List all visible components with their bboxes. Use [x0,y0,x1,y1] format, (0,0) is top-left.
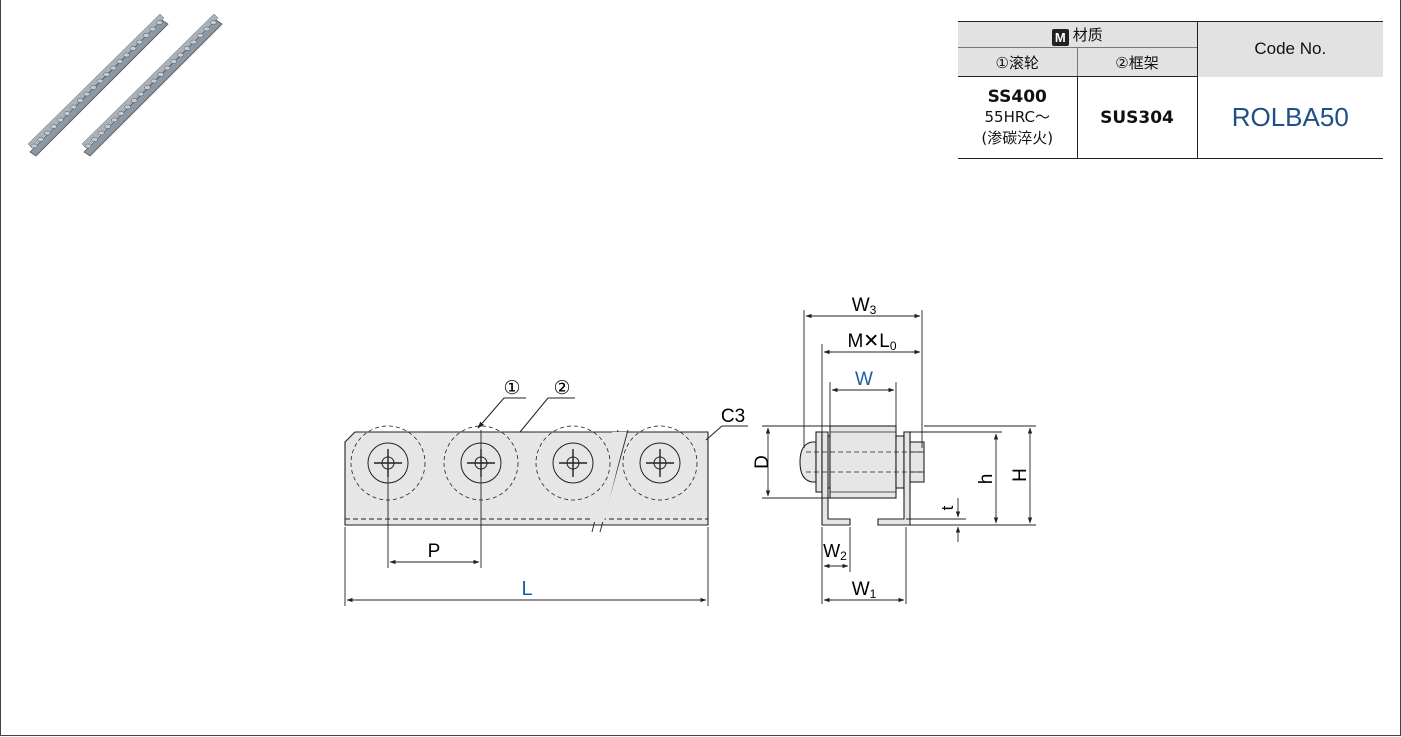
photo-roller [57,117,64,123]
side-dimensions [762,310,1036,604]
callout-roller-label: ① [503,378,520,399]
pitch-label: P [428,541,441,562]
roller-material-cell: SS400 55HRC～ (渗碳淬火) [958,76,1077,159]
photo-roller [170,59,178,64]
product-photo [27,14,223,157]
photo-roller [70,104,77,110]
photo-roller [90,85,97,90]
photo-roller [76,98,84,103]
photo-roller [63,111,71,116]
front-roller [535,425,611,501]
t-label: t [938,505,957,510]
front-rollers [350,425,698,501]
photo-roller [129,46,137,51]
length-label: L [521,578,532,600]
frame-material: SUS304 [1100,107,1174,128]
roller-header: ①滚轮 [958,47,1077,77]
roller-side [829,425,897,499]
code-header: Code No. [1196,21,1384,77]
callouts [477,397,748,441]
photo-roller [103,72,110,77]
photo-roller [156,20,163,25]
callout-frame-label: ② [553,378,570,399]
photo-roller [149,26,157,32]
photo-roller [97,130,105,136]
photo-roller [83,91,91,97]
photo-roller [157,72,164,77]
photo-roller [190,39,197,45]
photo-roller [109,65,117,71]
front-view [344,429,709,533]
w2-label: W2 [823,541,847,563]
code-cell: ROLBA50 [1196,76,1384,159]
frame-right-plate [895,435,905,489]
photo-roller [142,33,150,38]
bolt-head [799,441,817,483]
photo-roller [30,143,38,149]
photo-roller [196,33,204,38]
photo-roller [136,39,143,45]
w3-label: W3 [852,295,877,317]
photo-roller [150,78,158,84]
photo-roller [96,78,104,84]
photo-roller [144,85,151,90]
w-label: W [855,369,873,390]
photo-roller [37,137,44,142]
photo-roller [43,130,51,136]
w1-label: W1 [852,579,877,601]
photo-roller [210,20,217,25]
h-small-label: h [976,474,997,485]
roller-material: SS400 [987,86,1047,107]
photo-roller [163,65,171,71]
roller-treatment: (渗碳淬火) [981,128,1054,147]
photo-roller [130,98,138,103]
photo-roller [123,52,130,58]
photo-roller [177,52,184,58]
photo-roller [117,111,125,116]
chamfer-label: C3 [721,406,745,427]
photo-roller [84,143,92,149]
h-big-label: H [1010,468,1031,482]
roller-hardness: 55HRC～ [984,107,1050,126]
photo-roller [183,46,191,51]
photo-roller [50,124,58,129]
mxl-label: M✕L0 [847,331,896,353]
frame-header: ②框架 [1076,47,1198,77]
photo-rollers [30,20,217,149]
m-badge: M [1051,28,1069,46]
photo-roller [104,124,112,129]
frame-left-plate [815,431,823,493]
d-label: D [752,455,773,469]
photo-roller [91,137,98,142]
photo-roller [111,117,118,123]
side-view [799,425,925,526]
photo-roller [203,26,211,32]
photo-roller [124,104,131,110]
photo-roller [116,59,124,64]
front-dimensions [344,430,709,606]
photo-roller [137,91,145,97]
code-number: ROLBA50 [1231,101,1349,132]
frame-material-cell: SUS304 [1076,76,1198,159]
material-header-label: 材质 [1072,25,1103,44]
front-roller [622,425,698,501]
